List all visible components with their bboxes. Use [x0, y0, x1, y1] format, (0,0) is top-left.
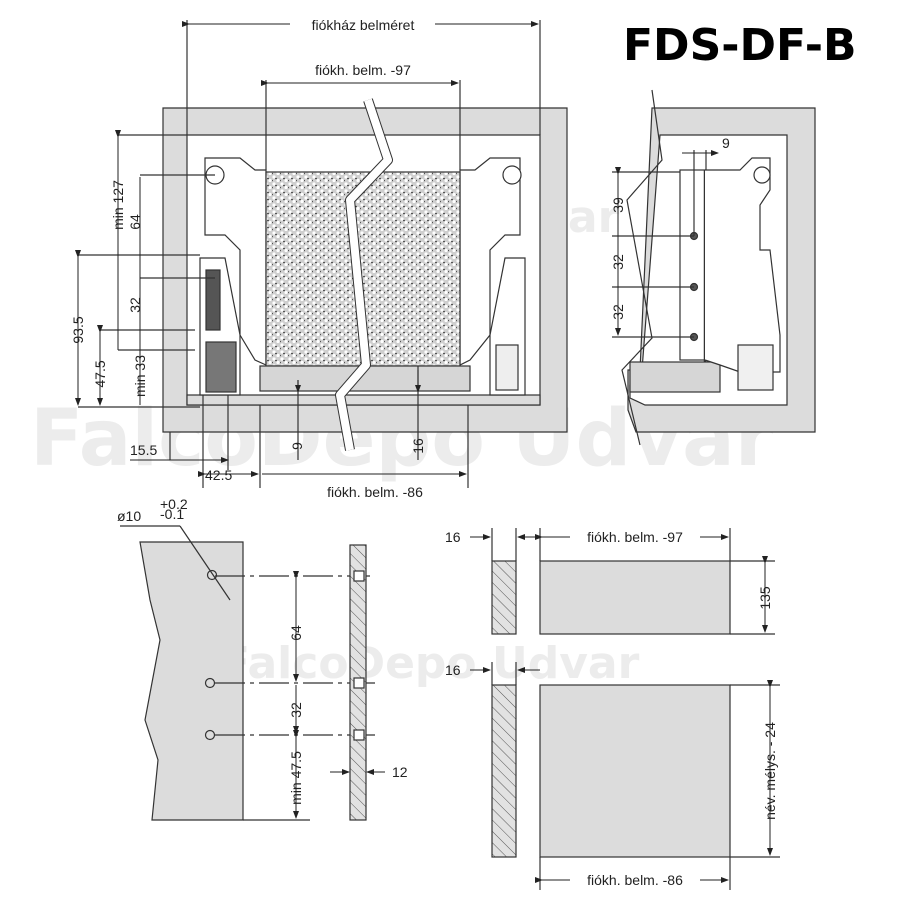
side-view-dimensions: [615, 150, 719, 336]
dim-bottom-thickness: 16: [445, 662, 461, 678]
dim-bottom-depth: név. mélys. - 24: [762, 722, 778, 820]
drilling-view: [120, 525, 375, 821]
drilling-view-dimensions: [293, 571, 385, 819]
dim-side-9: 9: [722, 135, 730, 151]
dim-tolerance-plus: +0.2: [160, 496, 188, 512]
dim-drawer-inner-97: fiókh. belm. -97: [315, 62, 411, 78]
dim-15-5: 15.5: [130, 442, 157, 458]
dim-16: 16: [410, 438, 426, 454]
back-panel-drawing: [491, 528, 775, 635]
dim-bottom-width: fiókh. belm. -86: [587, 872, 683, 888]
dim-cabinet-inner-width: fiókház belméret: [312, 17, 415, 33]
dim-min-33: min 33: [132, 355, 148, 397]
dim-drawer-inner-86: fiókh. belm. -86: [327, 484, 423, 500]
front-view: [78, 20, 568, 488]
dim-tolerance-minus: -0.1: [160, 506, 184, 522]
dim-side-32a: 32: [610, 254, 626, 270]
dim-back-width: fiókh. belm. -97: [587, 529, 683, 545]
dim-side-32b: 32: [610, 304, 626, 320]
back-panel-dimensions: [470, 534, 768, 633]
dim-min-127: min 127: [110, 180, 126, 230]
dim-side-39: 39: [610, 197, 626, 213]
dim-drill-min-47-5: min 47.5: [288, 751, 304, 805]
dim-back-thickness: 16: [445, 529, 461, 545]
dim-9: 9: [289, 442, 305, 450]
bottom-panel-drawing: [491, 662, 780, 890]
svg-text:FalcoDepo Udvar: FalcoDepo Udvar: [220, 638, 640, 689]
dim-drill-12: 12: [392, 764, 408, 780]
dim-back-height: 135: [757, 586, 773, 610]
dim-47-5: 47.5: [92, 360, 108, 387]
bottom-panel-dimensions: [470, 667, 773, 883]
dim-93-5: 93.5: [70, 316, 86, 343]
dim-hole-diameter: ø10: [117, 508, 141, 524]
dim-drill-32: 32: [288, 702, 304, 718]
dim-drill-64: 64: [288, 625, 304, 641]
front-view-dimensions: [75, 21, 539, 477]
dim-32: 32: [127, 297, 143, 313]
dim-42-5: 42.5: [205, 467, 232, 483]
model-title: FDS-DF-B: [623, 20, 857, 71]
side-view: [612, 89, 816, 446]
dim-64: 64: [127, 214, 143, 230]
